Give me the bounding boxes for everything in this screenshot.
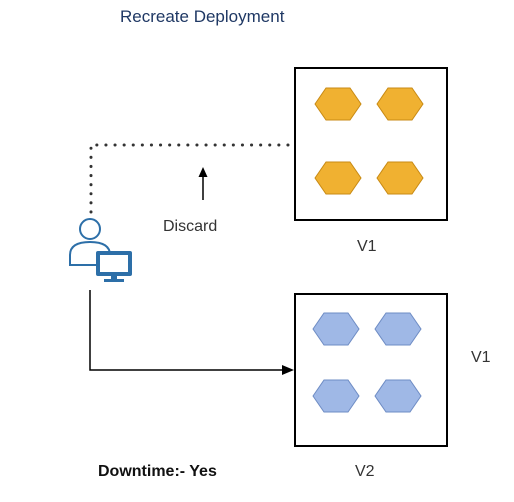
user-with-monitor-icon <box>69 218 132 282</box>
new-pods <box>312 312 422 413</box>
pod-hexagon-new-3 <box>312 379 360 413</box>
pod-hexagon-new-2 <box>374 312 422 346</box>
pod-hexagon-new-1 <box>312 312 360 346</box>
pod-hexagon-old-4 <box>376 161 424 195</box>
old-box-label: V1 <box>357 238 377 255</box>
pod-hexagon-old-3 <box>314 161 362 195</box>
diagram-title: Recreate Deployment <box>120 7 285 26</box>
old-deployment-box <box>294 67 448 221</box>
pod-hexagon-old-1 <box>314 87 362 121</box>
pod-hexagon-new-4 <box>374 379 422 413</box>
discard-dotted-line <box>89 143 294 214</box>
discard-arrow <box>198 167 208 200</box>
new-box-label: V2 <box>355 463 375 480</box>
downtime-label: Downtime:- Yes <box>98 463 217 480</box>
deploy-arrow <box>89 290 294 375</box>
discard-label: Discard <box>163 218 218 235</box>
pod-hexagon-old-2 <box>376 87 424 121</box>
new-deployment-box <box>294 293 448 447</box>
new-box-side-label: V1 <box>471 349 491 366</box>
old-pods <box>314 87 424 195</box>
